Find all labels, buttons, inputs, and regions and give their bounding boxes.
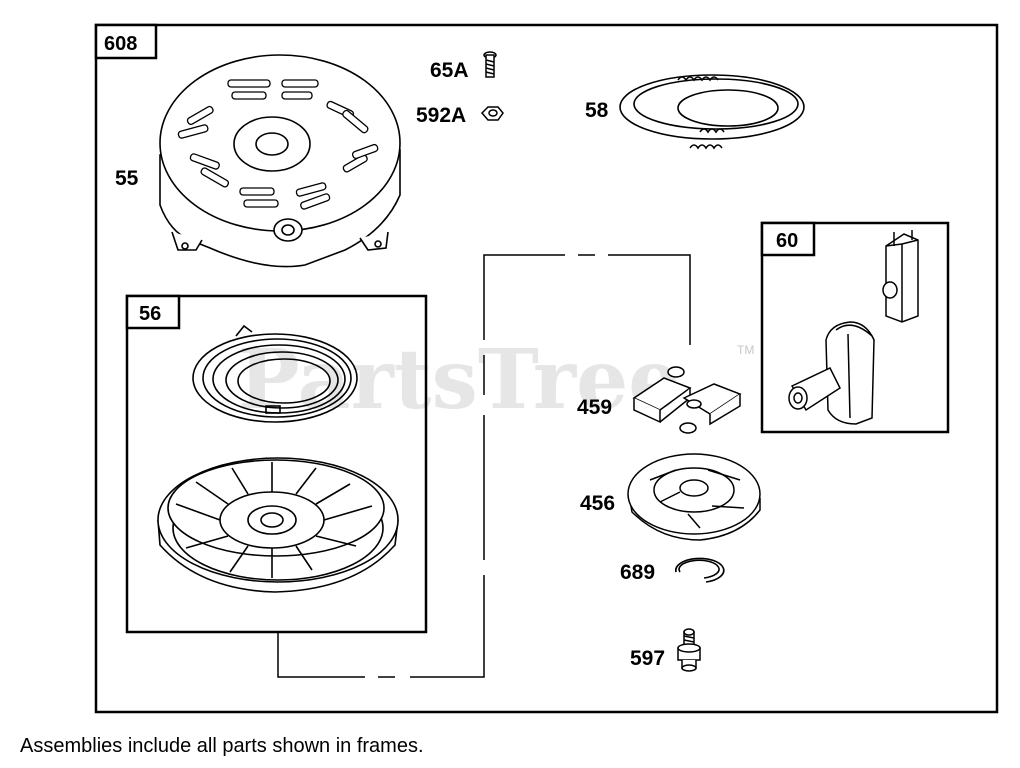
assembly-leader-line xyxy=(277,254,691,678)
frame-608-tab xyxy=(94,23,158,60)
handle-insert-illustration xyxy=(882,230,919,323)
frame-60 xyxy=(760,221,950,434)
part-label-58: 58 xyxy=(585,99,609,122)
pulley-illustration xyxy=(157,457,399,593)
part-label-592a: 592A xyxy=(416,104,466,127)
frame-608-label: 608 xyxy=(104,33,137,55)
footer-note: Assemblies include all parts shown in fr… xyxy=(20,735,424,757)
part-label-65a: 65A xyxy=(430,59,469,82)
frame-56-label: 56 xyxy=(139,303,161,325)
part-label-689: 689 xyxy=(620,561,655,584)
part-label-456: 456 xyxy=(580,492,615,515)
watermark-tm: TM xyxy=(737,343,754,357)
part-label-459: 459 xyxy=(577,396,612,419)
nut-592a-illustration xyxy=(480,106,504,121)
part-label-597: 597 xyxy=(630,647,665,670)
screw-65a-illustration xyxy=(483,51,497,78)
handle-grip-illustration xyxy=(788,321,875,425)
frame-608 xyxy=(94,23,999,714)
bolt-597-illustration xyxy=(677,628,701,672)
rope-58-illustration xyxy=(619,74,805,150)
frame-56 xyxy=(125,294,428,634)
housing-55-illustration xyxy=(159,54,401,268)
frame-60-label: 60 xyxy=(776,230,798,252)
frame-60-tab xyxy=(760,221,816,257)
rewind-spring-illustration xyxy=(192,324,358,423)
frame-56-tab xyxy=(125,294,181,330)
part-label-55: 55 xyxy=(115,167,139,190)
pawl-459-illustration xyxy=(632,366,742,434)
ratchet-456-illustration xyxy=(627,453,761,541)
retainer-ring-689-illustration xyxy=(675,557,725,583)
